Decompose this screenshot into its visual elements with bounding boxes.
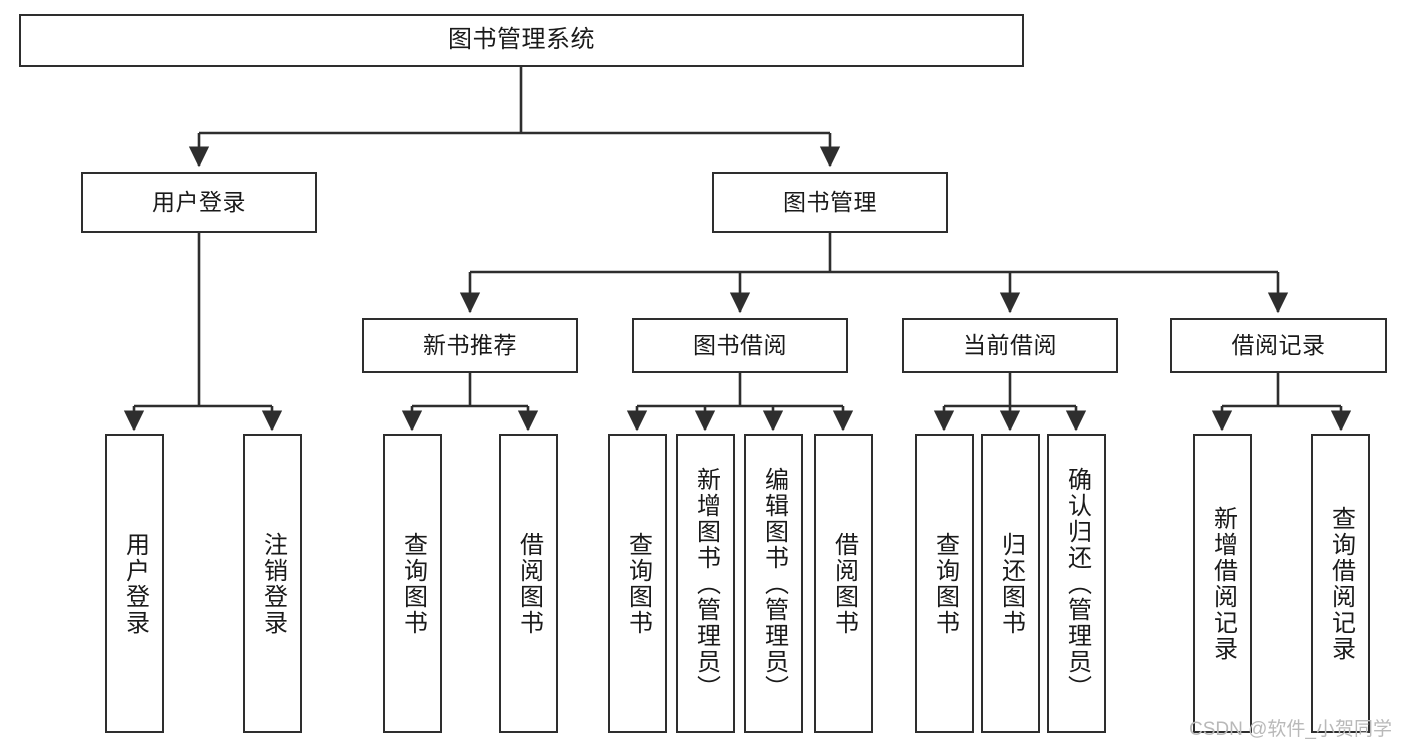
node-current-borrow[interactable]: 当前借阅 — [902, 318, 1118, 373]
node-label: 用户登录 — [121, 531, 149, 636]
leaf-book-borrow-query[interactable]: 查询图书 — [608, 434, 667, 733]
node-label: 查询图书 — [931, 531, 959, 636]
leaf-user-login-logout[interactable]: 注销登录 — [243, 434, 302, 733]
leaf-current-borrow-return[interactable]: 归还图书 — [981, 434, 1040, 733]
node-label: 新书推荐 — [423, 331, 517, 358]
node-label: 新增借阅记录 — [1209, 505, 1237, 662]
leaf-current-borrow-query[interactable]: 查询图书 — [915, 434, 974, 733]
leaf-current-borrow-confirm-return-admin[interactable]: 确认归还（管理员） — [1047, 434, 1106, 733]
node-label: 借阅图书 — [830, 531, 858, 636]
node-book-management[interactable]: 图书管理 — [712, 172, 948, 233]
node-label: 查询图书 — [624, 531, 652, 636]
node-label: 查询借阅记录 — [1327, 505, 1355, 662]
node-book-borrow[interactable]: 图书借阅 — [632, 318, 848, 373]
node-label: 用户登录 — [152, 188, 246, 215]
leaf-book-borrow-add-admin[interactable]: 新增图书（管理员） — [676, 434, 735, 733]
node-label: 新增图书（管理员） — [692, 466, 720, 701]
node-label: 图书借阅 — [693, 331, 787, 358]
node-new-book-recommend[interactable]: 新书推荐 — [362, 318, 578, 373]
node-root-book-management-system[interactable]: 图书管理系统 — [19, 14, 1024, 67]
node-label: 借阅记录 — [1231, 331, 1326, 358]
leaf-new-book-query[interactable]: 查询图书 — [383, 434, 442, 733]
node-label: 编辑图书（管理员） — [760, 466, 788, 701]
csdn-watermark: CSDN @软件_小贺同学 — [1189, 719, 1392, 740]
node-label: 注销登录 — [259, 531, 287, 636]
leaf-book-borrow-borrow[interactable]: 借阅图书 — [814, 434, 873, 733]
node-borrow-record[interactable]: 借阅记录 — [1170, 318, 1387, 373]
node-label: 查询图书 — [399, 531, 427, 636]
leaf-borrow-record-query[interactable]: 查询借阅记录 — [1311, 434, 1370, 733]
node-user-login[interactable]: 用户登录 — [81, 172, 317, 233]
node-label: 归还图书 — [997, 531, 1025, 636]
node-label: 借阅图书 — [515, 531, 543, 636]
node-label: 图书管理系统 — [448, 26, 595, 54]
leaf-new-book-borrow[interactable]: 借阅图书 — [499, 434, 558, 733]
leaf-book-borrow-edit-admin[interactable]: 编辑图书（管理员） — [744, 434, 803, 733]
leaf-borrow-record-add[interactable]: 新增借阅记录 — [1193, 434, 1252, 733]
node-label: 当前借阅 — [963, 331, 1057, 358]
node-label: 图书管理 — [783, 188, 877, 215]
leaf-user-login-signin[interactable]: 用户登录 — [105, 434, 164, 733]
node-label: 确认归还（管理员） — [1063, 466, 1091, 701]
